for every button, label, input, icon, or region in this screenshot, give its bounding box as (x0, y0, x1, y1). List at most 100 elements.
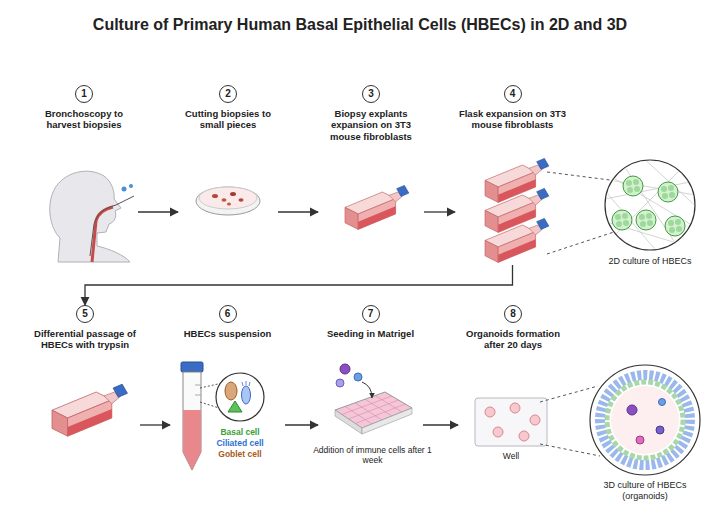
organoid (493, 427, 503, 437)
step-label: Flask expansion on 3T3 mouse fibroblasts (455, 108, 570, 131)
biopsy-piece (212, 194, 218, 198)
sample-drop (122, 187, 127, 192)
immune-cell (656, 426, 664, 434)
bronchoscope (90, 196, 134, 256)
tube-liquid (183, 410, 201, 470)
biopsy-piece (230, 192, 236, 196)
flow-arrow (278, 211, 318, 212)
organoid (485, 407, 495, 417)
flow-arrow (423, 424, 458, 425)
biopsy-piece (239, 198, 244, 202)
basal-cell (228, 401, 242, 412)
diagram-title: Culture of Primary Human Basal Epithelia… (0, 16, 720, 34)
falcon-tube (181, 362, 203, 470)
step-label: Bronchoscopy to harvest biopsies (30, 108, 138, 131)
immune-cell (336, 379, 344, 387)
organoid (530, 415, 540, 425)
flow-arrow (85, 265, 513, 305)
zoom-leader (547, 172, 610, 180)
immune-cell (659, 399, 666, 406)
tube-mark (195, 395, 201, 396)
tube-cap (181, 362, 203, 372)
sample-drop (129, 184, 133, 188)
tube-mark (195, 385, 201, 386)
well-box (475, 398, 547, 446)
culture-flask (345, 185, 409, 229)
immune-cell (354, 373, 362, 381)
culture-well (475, 398, 547, 446)
annotation: Goblet cell (205, 449, 275, 459)
process-step: 5Differential passage of HBECs with tryp… (30, 305, 140, 480)
zoom-circle (605, 160, 695, 250)
biopsy-piece (222, 198, 227, 202)
step-number: 7 (362, 305, 380, 323)
step-number: 2 (219, 85, 237, 103)
hbec-colony (665, 216, 685, 236)
plate-side (335, 410, 362, 434)
organoid-outer-ring (600, 375, 690, 465)
step-label: Organoids formation after 20 days (458, 328, 568, 351)
dish-rim (196, 187, 260, 215)
addition-arrow (362, 382, 372, 398)
annotation: 3D culture of HBECs (organoids) (592, 480, 698, 502)
zoom-leader (540, 386, 598, 402)
zoom-leader (540, 444, 600, 456)
cilia (242, 381, 250, 386)
petri-dish (196, 187, 260, 215)
step-number: 6 (219, 305, 237, 323)
ciliated-cell (242, 386, 251, 404)
zoom-circle-cells (216, 373, 264, 421)
zoom-circle (216, 373, 264, 421)
immune-cell (636, 436, 644, 444)
goblet-cell (225, 382, 237, 400)
annotation: Basal cell (205, 427, 275, 437)
immune-cell (340, 364, 350, 374)
fibroblast-mesh (600, 155, 700, 255)
well-plate (335, 392, 412, 434)
step-label: Cutting biopsies to small pieces (178, 108, 278, 131)
zoom-circle (590, 365, 700, 475)
hbec-colony (623, 176, 643, 196)
flow-arrow (140, 424, 170, 425)
step-number: 8 (504, 305, 522, 323)
step-label: Differential passage of HBECs with tryps… (30, 328, 140, 351)
biopsy-piece (227, 203, 231, 206)
flow-arrow (138, 211, 178, 212)
step-number: 4 (504, 85, 522, 103)
patient-illustration (50, 171, 134, 262)
plate-grid (342, 396, 406, 424)
tube-body (183, 372, 201, 470)
process-step: 3Biopsy explants expansion on 3T3 mouse … (318, 85, 424, 265)
annotation: Ciliated cell (205, 438, 275, 448)
organoid-basal-ring (607, 382, 683, 458)
zoom-circle-2d (600, 155, 700, 255)
process-step: 2Cutting biopsies to small pieces (178, 85, 278, 265)
immune-cells (336, 364, 372, 398)
zoom-leader (547, 232, 614, 254)
hbec-colony (612, 210, 632, 230)
organoid (510, 403, 520, 413)
culture-flask (52, 384, 127, 436)
flow-arrow (424, 211, 455, 212)
hbec-colony (636, 210, 656, 230)
process-step: 1Bronchoscopy to harvest biopsies (30, 85, 138, 265)
airway (92, 207, 113, 262)
organoid-lumen (611, 386, 679, 454)
immune-cell (627, 405, 637, 415)
process-step: 4Flask expansion on 3T3 mouse fibroblast… (455, 85, 570, 265)
step-label: Seeding in Matrigel (327, 328, 414, 339)
annotation: Addition of immune cells after 1 week (305, 445, 440, 465)
head-silhouette (50, 171, 130, 262)
culture-flask (485, 218, 549, 262)
step-label: HBECs suspension (184, 328, 272, 339)
annotation: 2D culture of HBECs (608, 256, 692, 267)
dish-base (199, 187, 257, 209)
step-label: Biopsy explants expansion on 3T3 mouse f… (318, 108, 424, 142)
step-number: 5 (76, 305, 94, 323)
organoid (519, 431, 529, 441)
hbec-colony (658, 182, 678, 202)
step-number: 1 (75, 85, 93, 103)
zoom-leader (200, 384, 218, 388)
flow-arrow (285, 424, 318, 425)
